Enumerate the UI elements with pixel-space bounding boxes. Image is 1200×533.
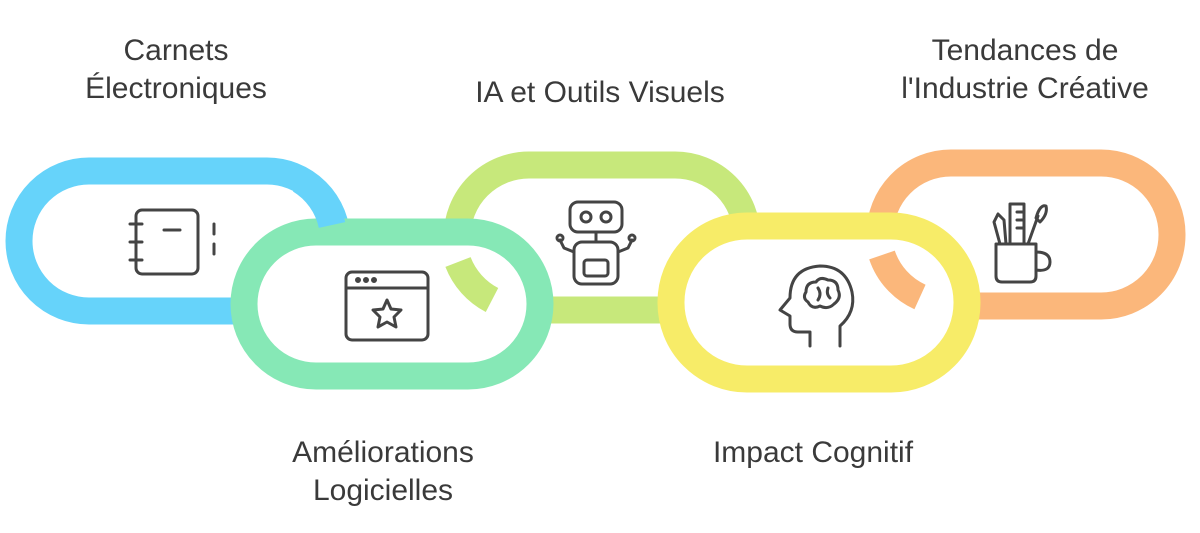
stage-label-1-line-2: Électroniques bbox=[85, 72, 267, 105]
stage-label-3-line-1: IA et Outils Visuels bbox=[475, 76, 725, 109]
stage-label-1-line-1: Carnets bbox=[123, 34, 229, 67]
stage-label-2-line-2: Logicielles bbox=[312, 474, 454, 507]
notebook-icon bbox=[128, 208, 216, 276]
stage-label-5: Tendances de l'Industrie Créative bbox=[901, 32, 1149, 108]
chain-link-3-overlap bbox=[445, 256, 499, 312]
chain-link-1-overlap bbox=[292, 168, 346, 229]
stage-label-5-line-2: l'Industrie Créative bbox=[901, 72, 1149, 105]
stage-label-2: Améliorations Logicielles bbox=[292, 434, 474, 510]
brain-head-icon bbox=[778, 264, 855, 348]
stage-label-4: Impact Cognitif bbox=[713, 434, 913, 472]
chain-link-5-overlap bbox=[869, 250, 927, 310]
chain-link-2 bbox=[230, 218, 554, 390]
stage-label-2-line-1: Améliorations bbox=[292, 436, 474, 469]
chain-link-4 bbox=[657, 212, 981, 393]
browser-star-icon bbox=[344, 270, 430, 342]
stage-label-5-line-1: Tendances de bbox=[931, 34, 1119, 67]
robot-icon bbox=[555, 200, 637, 286]
stage-label-1: Carnets Électroniques bbox=[85, 32, 267, 108]
stage-label-4-line-1: Impact Cognitif bbox=[712, 436, 914, 469]
stage-label-3: IA et Outils Visuels bbox=[475, 74, 725, 112]
art-supplies-mug-icon bbox=[992, 202, 1052, 284]
